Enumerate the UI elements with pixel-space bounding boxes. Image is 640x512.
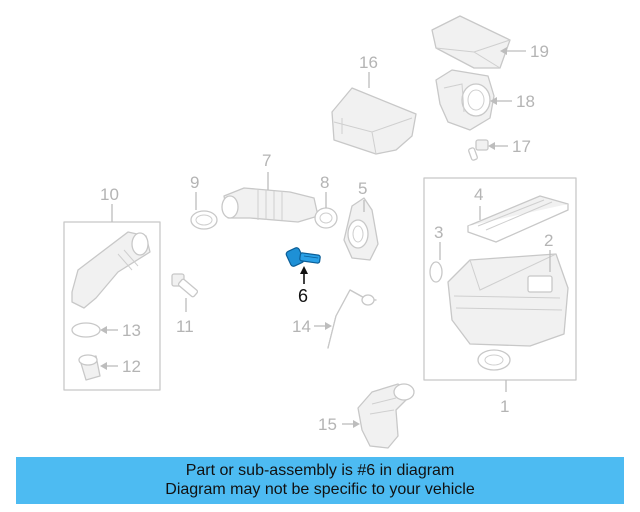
info-banner: Part or sub-assembly is #6 in diagram Di… (16, 457, 624, 504)
part-13-clamp (71, 322, 101, 338)
part-6-bolt[interactable] (285, 247, 321, 267)
part-18-resonator (435, 69, 495, 131)
callout-4: 4 (474, 185, 483, 220)
callout-12: 12 (100, 357, 141, 376)
part-9-hose-clamp (190, 210, 218, 230)
callout-18: 18 (490, 92, 535, 111)
callout-8-label: 8 (320, 173, 329, 192)
callout-9-label: 9 (190, 173, 199, 192)
callout-11: 11 (176, 298, 194, 336)
callout-1-label: 1 (500, 397, 509, 416)
part-11-bolt (171, 273, 199, 298)
callout-19-label: 19 (530, 42, 549, 61)
callout-6: 6 (298, 266, 308, 306)
callout-13: 13 (100, 321, 141, 340)
part-3-o-ring (429, 261, 443, 283)
callout-15-label: 15 (318, 415, 337, 434)
callout-17-label: 17 (512, 137, 531, 156)
callout-1: 1 (500, 380, 509, 416)
part-4-air-filter (467, 195, 569, 243)
part-17-bolt (468, 139, 489, 161)
part-15-duct-elbow (357, 383, 415, 449)
callout-8: 8 (320, 173, 329, 208)
part-19-intake-duct (431, 15, 511, 69)
callout-7: 7 (262, 151, 271, 190)
air-cleaner-housing (447, 253, 569, 371)
callout-14: 14 (292, 317, 332, 336)
callout-12-label: 12 (122, 357, 141, 376)
callout-13-label: 13 (122, 321, 141, 340)
callout-9: 9 (190, 173, 199, 210)
callout-6-label: 6 (298, 286, 308, 306)
callout-18-label: 18 (516, 92, 535, 111)
callout-2: 2 (544, 231, 553, 272)
callout-5-label: 5 (358, 179, 367, 198)
callout-11-label: 11 (176, 317, 194, 336)
callout-16-label: 16 (359, 53, 378, 72)
part-7-intake-hose (221, 187, 319, 223)
part-10-intake-tube-assembly (63, 221, 161, 391)
callout-10: 10 (100, 185, 119, 222)
callout-14-label: 14 (292, 317, 311, 336)
part-12-grommet (78, 354, 101, 381)
callout-2-label: 2 (544, 231, 553, 250)
part-5-maf-sensor (343, 197, 379, 261)
callout-3: 3 (434, 223, 443, 260)
banner-line-1: Part or sub-assembly is #6 in diagram (185, 462, 455, 479)
callout-10-label: 10 (100, 185, 119, 204)
callout-16: 16 (359, 53, 378, 88)
part-8-hose-clamp (314, 207, 338, 229)
callout-7-label: 7 (262, 151, 271, 170)
callout-17: 17 (488, 137, 531, 156)
part-14-vacuum-hose (327, 289, 377, 349)
callout-19: 19 (500, 42, 549, 61)
callout-15: 15 (318, 415, 360, 434)
banner-line-2: Diagram may not be specific to your vehi… (165, 481, 475, 498)
callout-5: 5 (358, 179, 367, 212)
parts-diagram: 19 18 17 16 1 (63, 15, 577, 449)
callout-3-label: 3 (434, 223, 443, 242)
callout-4-label: 4 (474, 185, 483, 204)
part-16-air-duct (331, 87, 417, 155)
